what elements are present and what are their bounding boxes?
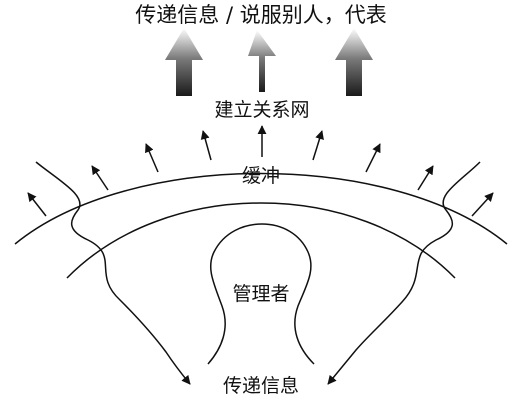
thin-arrow-icon: [471, 192, 494, 217]
bottom-label: 传递信息: [223, 375, 299, 397]
right-curvy-outline: [327, 161, 481, 385]
thin-arrow-icon: [312, 130, 324, 161]
outward-arrows: [27, 125, 494, 217]
thin-arrow-icon: [417, 165, 434, 191]
thin-arrow-icon: [365, 143, 381, 173]
inner-arc: [66, 202, 456, 279]
network-label: 建立关系网: [214, 99, 309, 121]
top-label: 传递信息 / 说服别人，代表: [135, 3, 386, 27]
thin-arrow-icon: [145, 143, 159, 173]
manager-label: 管理者: [232, 283, 289, 305]
gradient-block-arrow-icon: [335, 28, 373, 96]
thin-arrow-icon: [200, 130, 212, 161]
left-curvy-outline: [35, 161, 191, 385]
buffer-label: 缓冲: [242, 165, 280, 187]
gradient-block-arrow-icon: [165, 28, 203, 96]
thin-arrow-icon: [27, 192, 47, 217]
upward-block-arrows: [165, 28, 373, 96]
outer-arc: [14, 172, 508, 245]
gradient-block-arrow-icon: [248, 30, 276, 92]
manager-keyhole-shape: [207, 223, 315, 365]
thin-arrow-icon: [91, 165, 109, 191]
